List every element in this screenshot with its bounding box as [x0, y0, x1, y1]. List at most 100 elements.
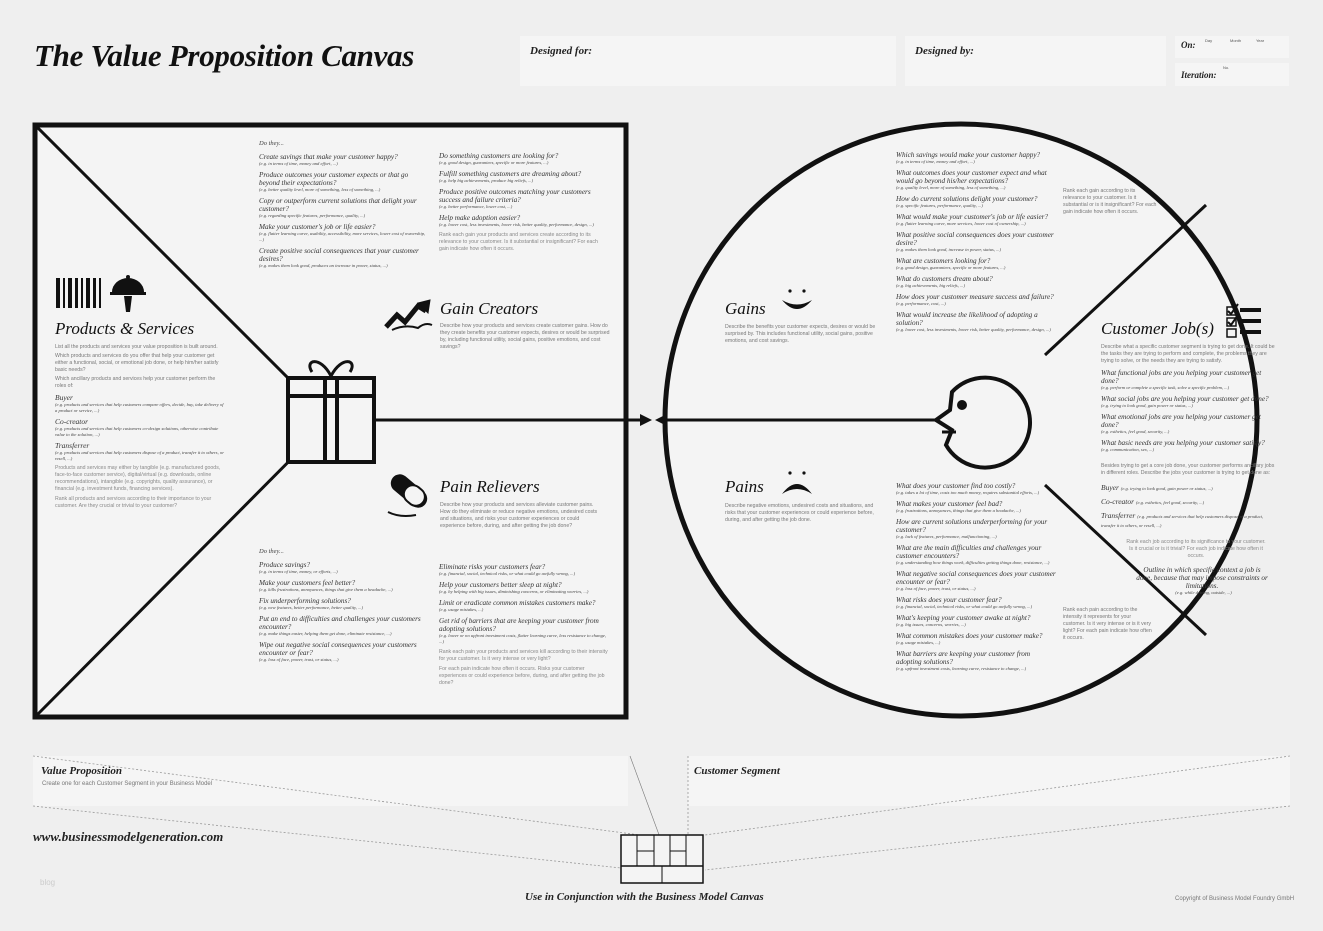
designed-by-field[interactable]: Designed by:: [905, 36, 1166, 86]
question-item: What barriers are keeping your customer …: [896, 650, 1056, 672]
role-name: Co-creator: [1101, 497, 1135, 506]
arrow-left-icon: [655, 414, 667, 426]
pains-rank-note: Rank each pain according to the intensit…: [1063, 607, 1152, 641]
question-text: What are the main difficulties and chall…: [896, 544, 1042, 560]
designed-for-field[interactable]: Designed for:: [520, 36, 896, 86]
job-role: Co-creator (e.g. esthetics, feel good, s…: [1101, 497, 1276, 506]
do-they-label: Do they...: [259, 548, 284, 555]
question-example: (e.g. upfront investment costs, learning…: [896, 666, 1027, 671]
gains-rank-note: Rank each gain according to its relevanc…: [1063, 188, 1157, 215]
role-name: Buyer: [55, 393, 73, 402]
question-item: Help make adoption easier?(e.g. lower co…: [439, 214, 609, 228]
question-example: (e.g. makes them look good, produces an …: [259, 263, 388, 268]
question-example: (e.g. in terms of time, money and effort…: [896, 159, 975, 164]
question-example: (e.g. specific features, performance, qu…: [896, 203, 983, 208]
job-role: Buyer (e.g. trying to look good, gain po…: [1101, 483, 1276, 492]
question-text: How do current solutions delight your cu…: [896, 195, 1038, 203]
question-example: (e.g. make things easier, helping them g…: [259, 631, 392, 636]
question-example: (e.g. makes them look good, increase in …: [896, 247, 1002, 252]
question-text: What positive social consequences does y…: [896, 231, 1054, 247]
products-desc: Which ancillary products and services he…: [55, 376, 216, 389]
question-item: What outcomes does your customer expect …: [896, 169, 1056, 191]
question-item: Make your customers feel better?(e.g. ki…: [259, 579, 429, 593]
projection-lines: [32, 755, 1291, 871]
question-text: Produce positive outcomes matching your …: [439, 188, 591, 204]
page-title: The Value Proposition Canvas: [34, 38, 415, 73]
role-example: (e.g. products and services that help cu…: [1101, 514, 1264, 528]
date-field[interactable]: On: Day Month Year: [1175, 36, 1289, 58]
jobs-context: Outline in which specific context a job …: [1136, 566, 1268, 590]
diagonal-top: [33, 123, 332, 422]
question-example: (e.g. in terms of time, money, or effort…: [259, 569, 338, 574]
question-text: What's keeping your customer awake at ni…: [896, 614, 1031, 622]
question-example: (e.g. financial, social, technical risks…: [896, 604, 1033, 609]
question-text: Make your customers feel better?: [259, 579, 356, 587]
role-name: Transferrer: [55, 441, 90, 450]
question-text: What functional jobs are you helping you…: [1101, 369, 1262, 385]
question-text: What would increase the likelihood of ad…: [896, 311, 1038, 327]
frowny-icon: [782, 471, 812, 494]
role-name: Transferrer: [1101, 511, 1136, 520]
question-text: Fulfill something customers are dreaming…: [439, 170, 582, 178]
products-desc: Which products and services do you offer…: [55, 353, 219, 373]
question-item: Produce outcomes your customer expects o…: [259, 171, 429, 193]
products-note: Products and services may either by tang…: [55, 465, 221, 492]
question-item: What risks does your customer fear?(e.g.…: [896, 596, 1056, 610]
jobs-ancillary: Besides trying to get a core job done, y…: [1101, 463, 1275, 476]
question-item: Put an end to difficulties and challenge…: [259, 615, 429, 637]
question-example: (e.g. usage mistakes, ...): [439, 607, 484, 612]
pain-relievers-note: For each pain indicate how often it occu…: [439, 666, 605, 686]
arrow-right-icon: [640, 414, 652, 426]
question-text: What would make your customer's job or l…: [896, 213, 1049, 221]
question-example: (e.g. trying to look good, gain power or…: [1101, 403, 1193, 408]
customer-jobs-text: Describe what a specific customer segmen…: [1101, 344, 1276, 596]
designed-for-label: Designed for:: [530, 45, 593, 57]
smiley-icon: [782, 289, 812, 309]
question-text: What common mistakes does your customer …: [896, 632, 1043, 640]
question-example: (e.g. in terms of time, money and effort…: [259, 161, 338, 166]
question-example: (e.g. takes a lot of time, costs too muc…: [896, 490, 1040, 495]
question-example: (e.g. perform or complete a specific tas…: [1101, 385, 1230, 390]
do-they-label: Do they...: [259, 140, 284, 147]
question-item: What positive social consequences does y…: [896, 231, 1056, 253]
checklist-icon: [1226, 303, 1261, 338]
conjunction-note: Use in Conjunction with the Business Mod…: [525, 891, 764, 903]
website-link[interactable]: www.businessmodelgeneration.com: [33, 829, 224, 844]
question-item: What functional jobs are you helping you…: [1101, 369, 1276, 391]
question-example: (e.g. regarding specific features, perfo…: [259, 213, 366, 218]
question-text: How are current solutions underperformin…: [896, 518, 1048, 534]
question-item: What social jobs are you helping your cu…: [1101, 395, 1276, 409]
question-text: What barriers are keeping your customer …: [896, 650, 1031, 666]
iteration-field[interactable]: Iteration: No.: [1175, 63, 1289, 86]
customer-face-icon: [932, 375, 1032, 470]
question-text: Produce savings?: [259, 561, 311, 569]
question-item: How do current solutions delight your cu…: [896, 195, 1056, 209]
gain-creators-note: Rank each gain your products and service…: [439, 232, 598, 252]
gain-creators-title: Gain Creators: [440, 299, 539, 318]
question-item: Produce savings?(e.g. in terms of time, …: [259, 561, 429, 575]
question-example: (e.g. big issues, concerns, worries, ...…: [896, 622, 966, 627]
gain-creators-questions-2: Do something customers are looking for?(…: [439, 152, 609, 253]
products-services-text: List all the products and services your …: [55, 344, 225, 510]
question-example: (e.g. frustrations, annoyances, things t…: [896, 508, 1021, 513]
question-item: Fix underperforming solutions?(e.g. new …: [259, 597, 429, 611]
question-example: (e.g. help big achievements, produce big…: [439, 178, 534, 183]
question-item: What are the main difficulties and chall…: [896, 544, 1056, 566]
question-item: What common mistakes does your customer …: [896, 632, 1056, 646]
question-item: What negative social consequences does y…: [896, 570, 1056, 592]
question-item: What do customers dream about?(e.g. big …: [896, 275, 1056, 289]
gain-creators-desc: Describe how your products and services …: [440, 323, 610, 350]
gift-icon: [286, 360, 376, 464]
question-item: Fulfill something customers are dreaming…: [439, 170, 609, 184]
role-example: (e.g. esthetics, feel good, security, ..…: [1135, 500, 1205, 505]
products-note: Rank all products and services according…: [55, 496, 212, 509]
question-text: What basic needs are you helping your cu…: [1101, 439, 1265, 447]
pain-relievers-note: Rank each pain your products and service…: [439, 649, 608, 662]
role-example: (e.g. products and services that help cu…: [55, 402, 224, 413]
question-text: Which savings would make your customer h…: [896, 151, 1041, 159]
question-text: Produce outcomes your customer expects o…: [259, 171, 409, 187]
question-text: What emotional jobs are you helping your…: [1101, 413, 1261, 429]
question-example: (e.g. esthetics, feel good, security, ..…: [1101, 429, 1170, 434]
question-text: How does your customer measure success a…: [896, 293, 1054, 301]
